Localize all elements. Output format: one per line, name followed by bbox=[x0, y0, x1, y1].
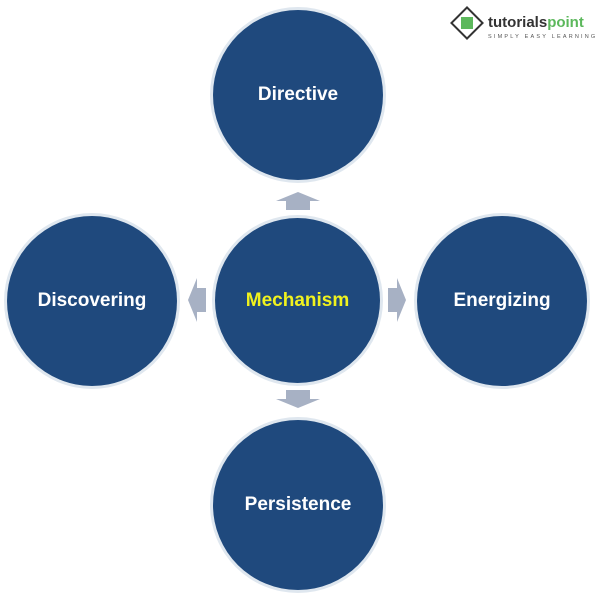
arrow-right-icon bbox=[388, 278, 406, 322]
label-directive: Directive bbox=[257, 84, 339, 105]
svg-text:SIMPLY EASY LEARNING: SIMPLY EASY LEARNING bbox=[488, 34, 595, 40]
tutorialspoint-logo: tutorialspoint SIMPLY EASY LEARNING bbox=[450, 6, 595, 40]
label-discovering: Discovering bbox=[37, 290, 147, 311]
label-mechanism: Mechanism bbox=[245, 289, 350, 311]
circle-directive: Directive bbox=[213, 10, 383, 180]
label-persistence: Persistence bbox=[244, 494, 352, 515]
logo-diamond-icon bbox=[450, 6, 484, 40]
arrow-up-icon bbox=[276, 192, 320, 210]
circle-energizing: Energizing bbox=[417, 216, 587, 386]
arrow-down-icon bbox=[276, 390, 320, 408]
svg-text:tutorialspoint: tutorialspoint bbox=[488, 14, 584, 31]
arrow-left-icon bbox=[188, 278, 206, 322]
circle-persistence: Persistence bbox=[213, 420, 383, 590]
label-energizing: Energizing bbox=[453, 290, 551, 311]
circle-mechanism: Mechanism bbox=[215, 218, 380, 383]
circle-discovering: Discovering bbox=[7, 216, 177, 386]
